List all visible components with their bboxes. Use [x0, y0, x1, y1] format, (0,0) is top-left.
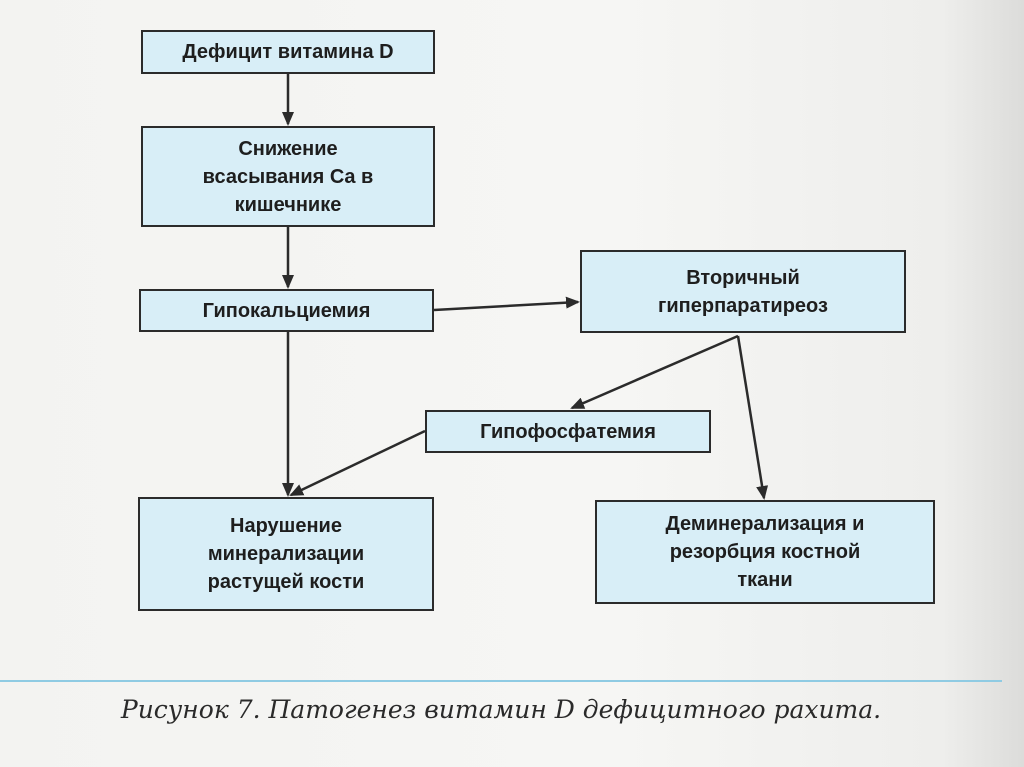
caption-divider [0, 680, 1002, 682]
node-reduced-calcium-absorption-label: Снижение всасывания Ca в кишечнике [202, 137, 374, 216]
node-hypophosphatemia-label: Гипофосфатемия [480, 420, 656, 443]
node-hypophosphatemia: Гипофосфатемия [425, 410, 711, 453]
node-reduced-calcium-absorption: Снижение всасывания Ca в кишечнике [141, 126, 435, 227]
arrow-hyperparathyroidism-to-demineralization [736, 335, 769, 500]
arrow-hyperparathyroidism-to-hypophosphatemia [570, 334, 739, 410]
node-vitamin-d-deficit-label: Дефицит витамина D [182, 41, 394, 63]
node-bone-demineralization: Деминерализация и резорбция костной ткан… [595, 500, 935, 604]
node-impaired-bone-mineralization: Нарушение минерализации растущей кости [138, 497, 434, 611]
node-hypocalcemia: Гипокальциемия [139, 289, 434, 332]
arrow-hypophosphatemia-to-mineralization [289, 429, 426, 497]
node-impaired-bone-mineralization-label: Нарушение минерализации растущей кости [207, 515, 365, 593]
node-bone-demineralization-label: Деминерализация и резорбция костной ткан… [665, 513, 865, 591]
node-secondary-hyperparathyroidism: Вторичный гиперпаратиреоз [580, 250, 906, 333]
figure-caption: Рисунок 7. Патогенез витамин D дефицитно… [120, 695, 882, 724]
node-secondary-hyperparathyroidism-label: Вторичный гиперпаратиреоз [658, 266, 828, 317]
node-vitamin-d-deficit: Дефицит витамина D [141, 30, 435, 74]
arrow-hypocalcemia-to-hyperparathyroidism [433, 296, 580, 312]
node-hypocalcemia-label: Гипокальциемия [202, 299, 371, 322]
